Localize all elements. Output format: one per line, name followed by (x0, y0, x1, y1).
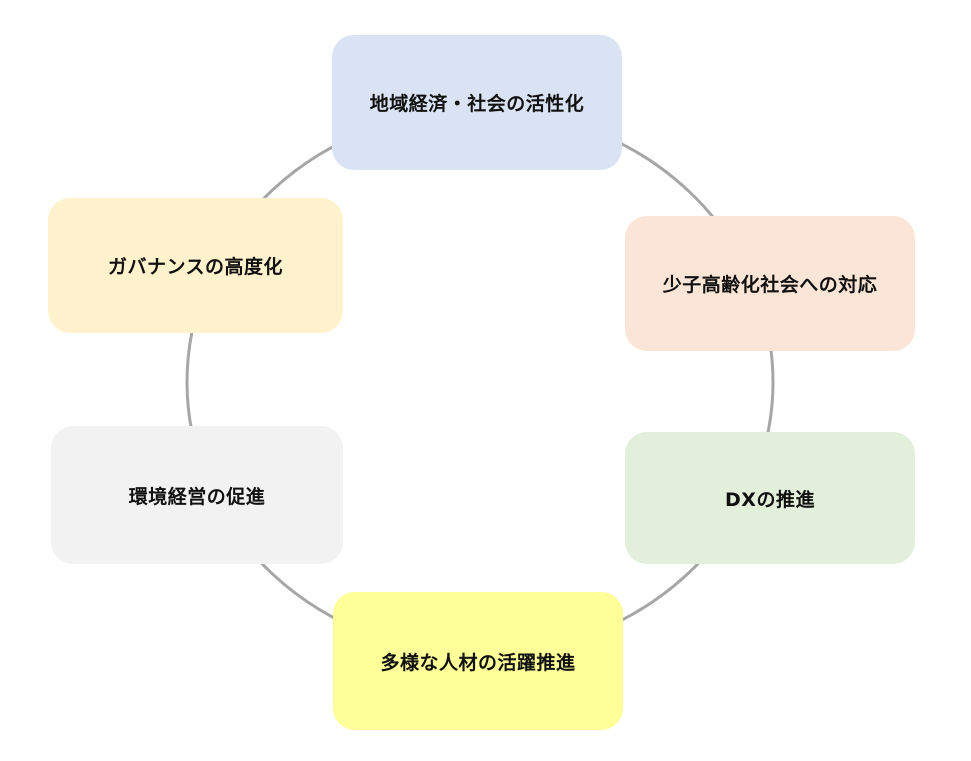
node-regional-economy: 地域経済・社会の活性化 (332, 35, 622, 170)
node-environmental-management: 環境経営の促進 (51, 426, 343, 564)
node-governance: ガバナンスの高度化 (48, 198, 343, 333)
cycle-ring-line (185, 108, 775, 656)
node-diverse-talent: 多様な人材の活躍推進 (333, 592, 623, 730)
node-dx-promotion: DXの推進 (625, 432, 915, 564)
node-aging-society: 少子高齢化社会への対応 (625, 216, 915, 351)
